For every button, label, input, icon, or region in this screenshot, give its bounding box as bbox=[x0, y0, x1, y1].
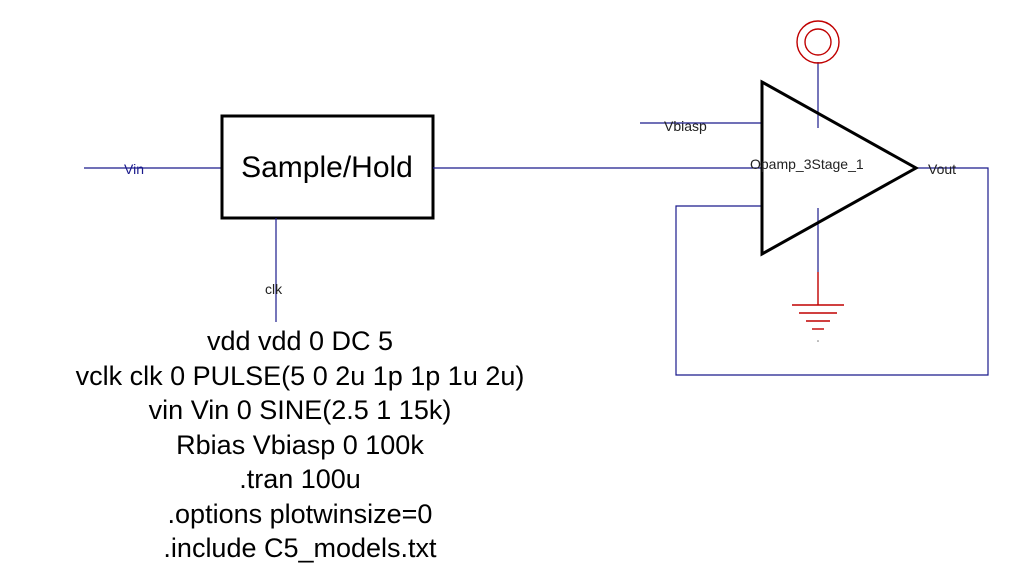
spice-directives: vdd vdd 0 DC 5 vclk clk 0 PULSE(5 0 2u 1… bbox=[0, 324, 600, 566]
spice-line: Rbias Vbiasp 0 100k bbox=[176, 429, 424, 460]
spice-line: vdd vdd 0 DC 5 bbox=[206, 326, 394, 356]
net-label-vout: Vout bbox=[928, 161, 956, 177]
ground-symbol-icon bbox=[792, 272, 844, 330]
opamp-label: Opamp_3Stage_1 bbox=[750, 156, 864, 172]
sample-hold-block[interactable] bbox=[220, 114, 435, 220]
sample-hold-label: Sample/Hold bbox=[241, 151, 413, 184]
spice-line: .include C5_models.txt bbox=[163, 533, 437, 563]
spice-line: .options plotwinsize=0 bbox=[167, 498, 433, 529]
spice-line: .tran 100u bbox=[239, 464, 361, 494]
ground-dot bbox=[817, 340, 819, 342]
opamp-symbol[interactable] bbox=[760, 79, 920, 257]
net-label-clk: clk bbox=[265, 281, 283, 297]
spice-line: vin Vin 0 SINE(2.5 1 15k) bbox=[148, 395, 452, 425]
wire-feedback[interactable] bbox=[675, 167, 989, 376]
spice-line: vclk clk 0 PULSE(5 0 2u 1p 1p 1u 2u) bbox=[75, 360, 525, 391]
vdd-symbol-icon bbox=[796, 20, 840, 64]
net-label-vbiasp: Vbiasp bbox=[664, 118, 707, 134]
net-label-vin: Vin bbox=[124, 161, 144, 177]
